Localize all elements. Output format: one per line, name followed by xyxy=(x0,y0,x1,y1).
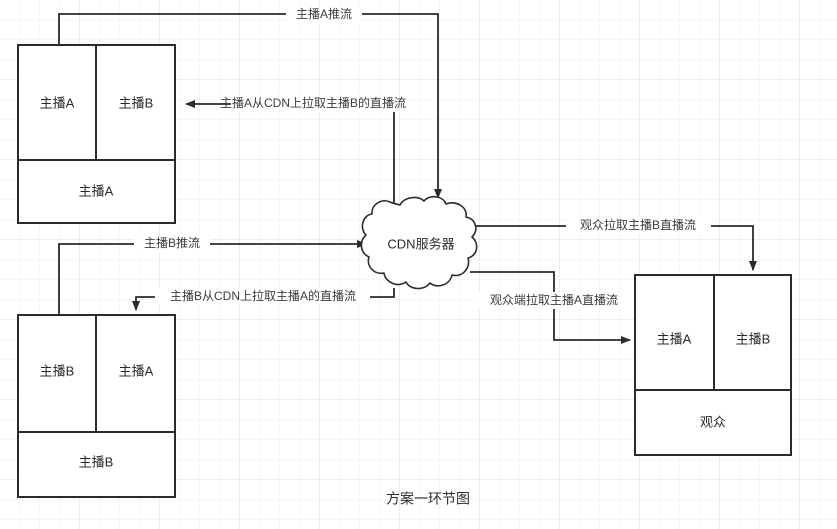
edge-viewer-pull-b-path xyxy=(470,225,757,271)
edge-viewer-pull-b-label: 观众拉取主播B直播流 xyxy=(580,217,696,232)
diagram-caption: 方案一环节图 xyxy=(386,491,470,507)
anchor-b-device-bottom-label: 主播B xyxy=(79,454,114,469)
node-viewer-device[interactable]: 主播A 主播B 观众 xyxy=(634,274,792,456)
edge-anchor-a-pull-b: 主播A从CDN上拉取主播B的直播流 xyxy=(185,95,406,205)
edge-anchor-a-pull-b-path xyxy=(185,100,395,205)
edge-anchor-b-pull-a-label: 主播B从CDN上拉取主播A的直播流 xyxy=(170,288,356,303)
edge-anchor-a-push-path xyxy=(58,13,442,199)
edge-anchor-a-push: 主播A推流 xyxy=(58,6,442,199)
node-anchor-b-device[interactable]: 主播B 主播A 主播B xyxy=(17,314,176,498)
anchor-a-device-top-right-label: 主播B xyxy=(119,95,154,110)
anchor-b-device-top-right-label: 主播A xyxy=(119,363,154,378)
edge-viewer-pull-b: 观众拉取主播B直播流 xyxy=(470,217,757,271)
edge-viewer-pull-a-label: 观众端拉取主播A直播流 xyxy=(490,292,618,307)
edge-anchor-a-pull-b-label-bg xyxy=(231,95,396,112)
edge-anchor-a-pull-b-label: 主播A从CDN上拉取主播B的直播流 xyxy=(220,95,406,110)
cdn-server-label: CDN服务器 xyxy=(387,236,454,251)
edge-anchor-b-push-label: 主播B推流 xyxy=(144,236,200,250)
edge-anchor-b-pull-a-label-bg xyxy=(155,288,370,305)
edge-viewer-pull-b-label-bg xyxy=(566,217,711,234)
node-cdn-server[interactable]: CDN服务器 xyxy=(360,195,478,290)
edge-anchor-a-push-label: 主播A推流 xyxy=(296,7,352,21)
viewer-device-bottom-label: 观众 xyxy=(700,414,726,429)
edge-anchor-a-push-label-bg xyxy=(286,6,362,23)
edge-viewer-pull-a: 观众端拉取主播A直播流 xyxy=(470,271,634,344)
anchor-a-device-top-left-label: 主播A xyxy=(40,95,75,110)
edge-viewer-pull-a-label-bg xyxy=(474,292,634,309)
viewer-device-top-left-label: 主播A xyxy=(657,331,692,346)
anchor-a-device-bottom-label: 主播A xyxy=(79,183,114,198)
viewer-device-top-right-label: 主播B xyxy=(736,331,771,346)
edge-anchor-b-pull-a: 主播B从CDN上拉取主播A的直播流 xyxy=(132,288,395,311)
cdn-cloud-shape xyxy=(360,195,478,290)
anchor-b-device-top-left-label: 主播B xyxy=(40,363,75,378)
edge-anchor-b-push-label-bg xyxy=(134,236,210,253)
node-anchor-a-device[interactable]: 主播A 主播B 主播A xyxy=(17,44,176,224)
edge-anchor-b-push-path xyxy=(58,240,367,315)
edge-anchor-b-push: 主播B推流 xyxy=(58,236,367,315)
